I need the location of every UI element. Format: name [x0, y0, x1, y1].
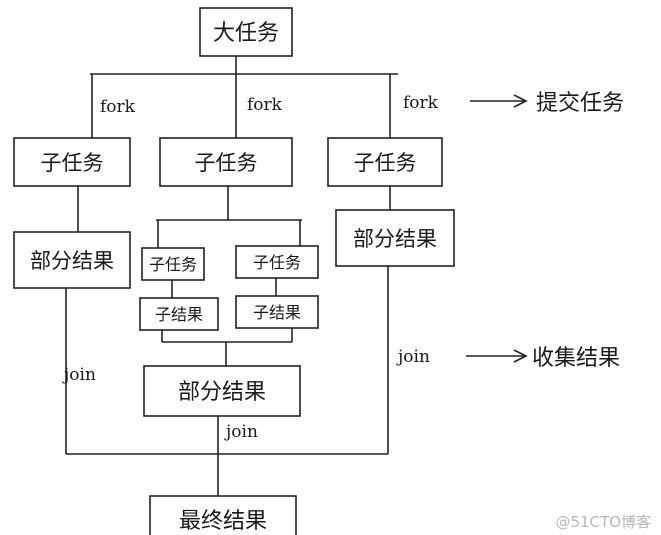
subtask-label: 子任务: [195, 151, 258, 175]
subtask-node-middle: 子任务: [159, 137, 293, 187]
subtask-label: 子任务: [354, 151, 417, 175]
submit-task-label: 提交任务: [536, 91, 624, 116]
root-task-node: 大任务: [199, 7, 293, 57]
partial-result-node-middle: 部分结果: [143, 365, 301, 417]
submit-task-arrow: [470, 94, 528, 108]
nested-subtask-label: 子任务: [149, 255, 197, 274]
subtask-label: 子任务: [41, 151, 104, 175]
join-label-left: join: [62, 365, 96, 385]
partial-result-node-left: 部分结果: [13, 231, 131, 289]
partial-result-label: 部分结果: [30, 249, 114, 273]
fork-label-left: fork: [100, 97, 136, 117]
subtask-node-right: 子任务: [327, 137, 443, 187]
partial-result-label: 部分结果: [353, 227, 437, 251]
nested-result-node-left: 子结果: [139, 297, 219, 331]
partial-result-label: 部分结果: [178, 380, 266, 405]
final-result-label: 最终结果: [179, 509, 267, 534]
collect-results-arrow: [466, 349, 528, 363]
nested-subtask-node-right: 子任务: [235, 245, 319, 279]
final-result-node: 最终结果: [149, 495, 297, 535]
nested-subtask-node-left: 子任务: [141, 247, 205, 281]
nested-result-node-right: 子结果: [235, 295, 319, 329]
collect-results-label: 收集结果: [532, 346, 620, 371]
nested-result-label: 子结果: [253, 303, 301, 322]
subtask-node-left: 子任务: [13, 137, 131, 187]
join-label-right: join: [396, 347, 430, 367]
watermark-text: @51CTO博客: [555, 513, 651, 531]
nested-subtask-label: 子任务: [253, 253, 301, 272]
nested-result-label: 子结果: [155, 305, 203, 324]
fork-label-right: fork: [403, 93, 439, 113]
join-label-middle: join: [224, 422, 258, 442]
fork-label-middle: fork: [247, 95, 283, 115]
root-task-label: 大任务: [213, 21, 279, 46]
partial-result-node-right: 部分结果: [335, 209, 455, 267]
